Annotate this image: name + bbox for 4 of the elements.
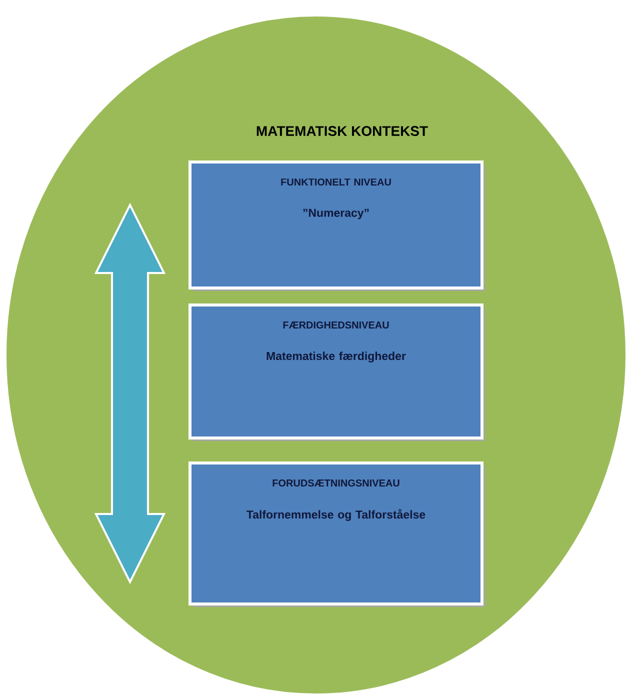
level-box: FUNKTIONELT NIVEAU ”Numeracy” [188, 160, 485, 291]
level-box: FÆRDIGHEDSNIVEAU Matematiske færdigheder [188, 304, 485, 441]
level-box: FORUDSÆTNINGSNIVEAU Talfornemmelse og Talforståelse [188, 462, 485, 607]
title: MATEMATISK KONTEKST [256, 126, 428, 136]
